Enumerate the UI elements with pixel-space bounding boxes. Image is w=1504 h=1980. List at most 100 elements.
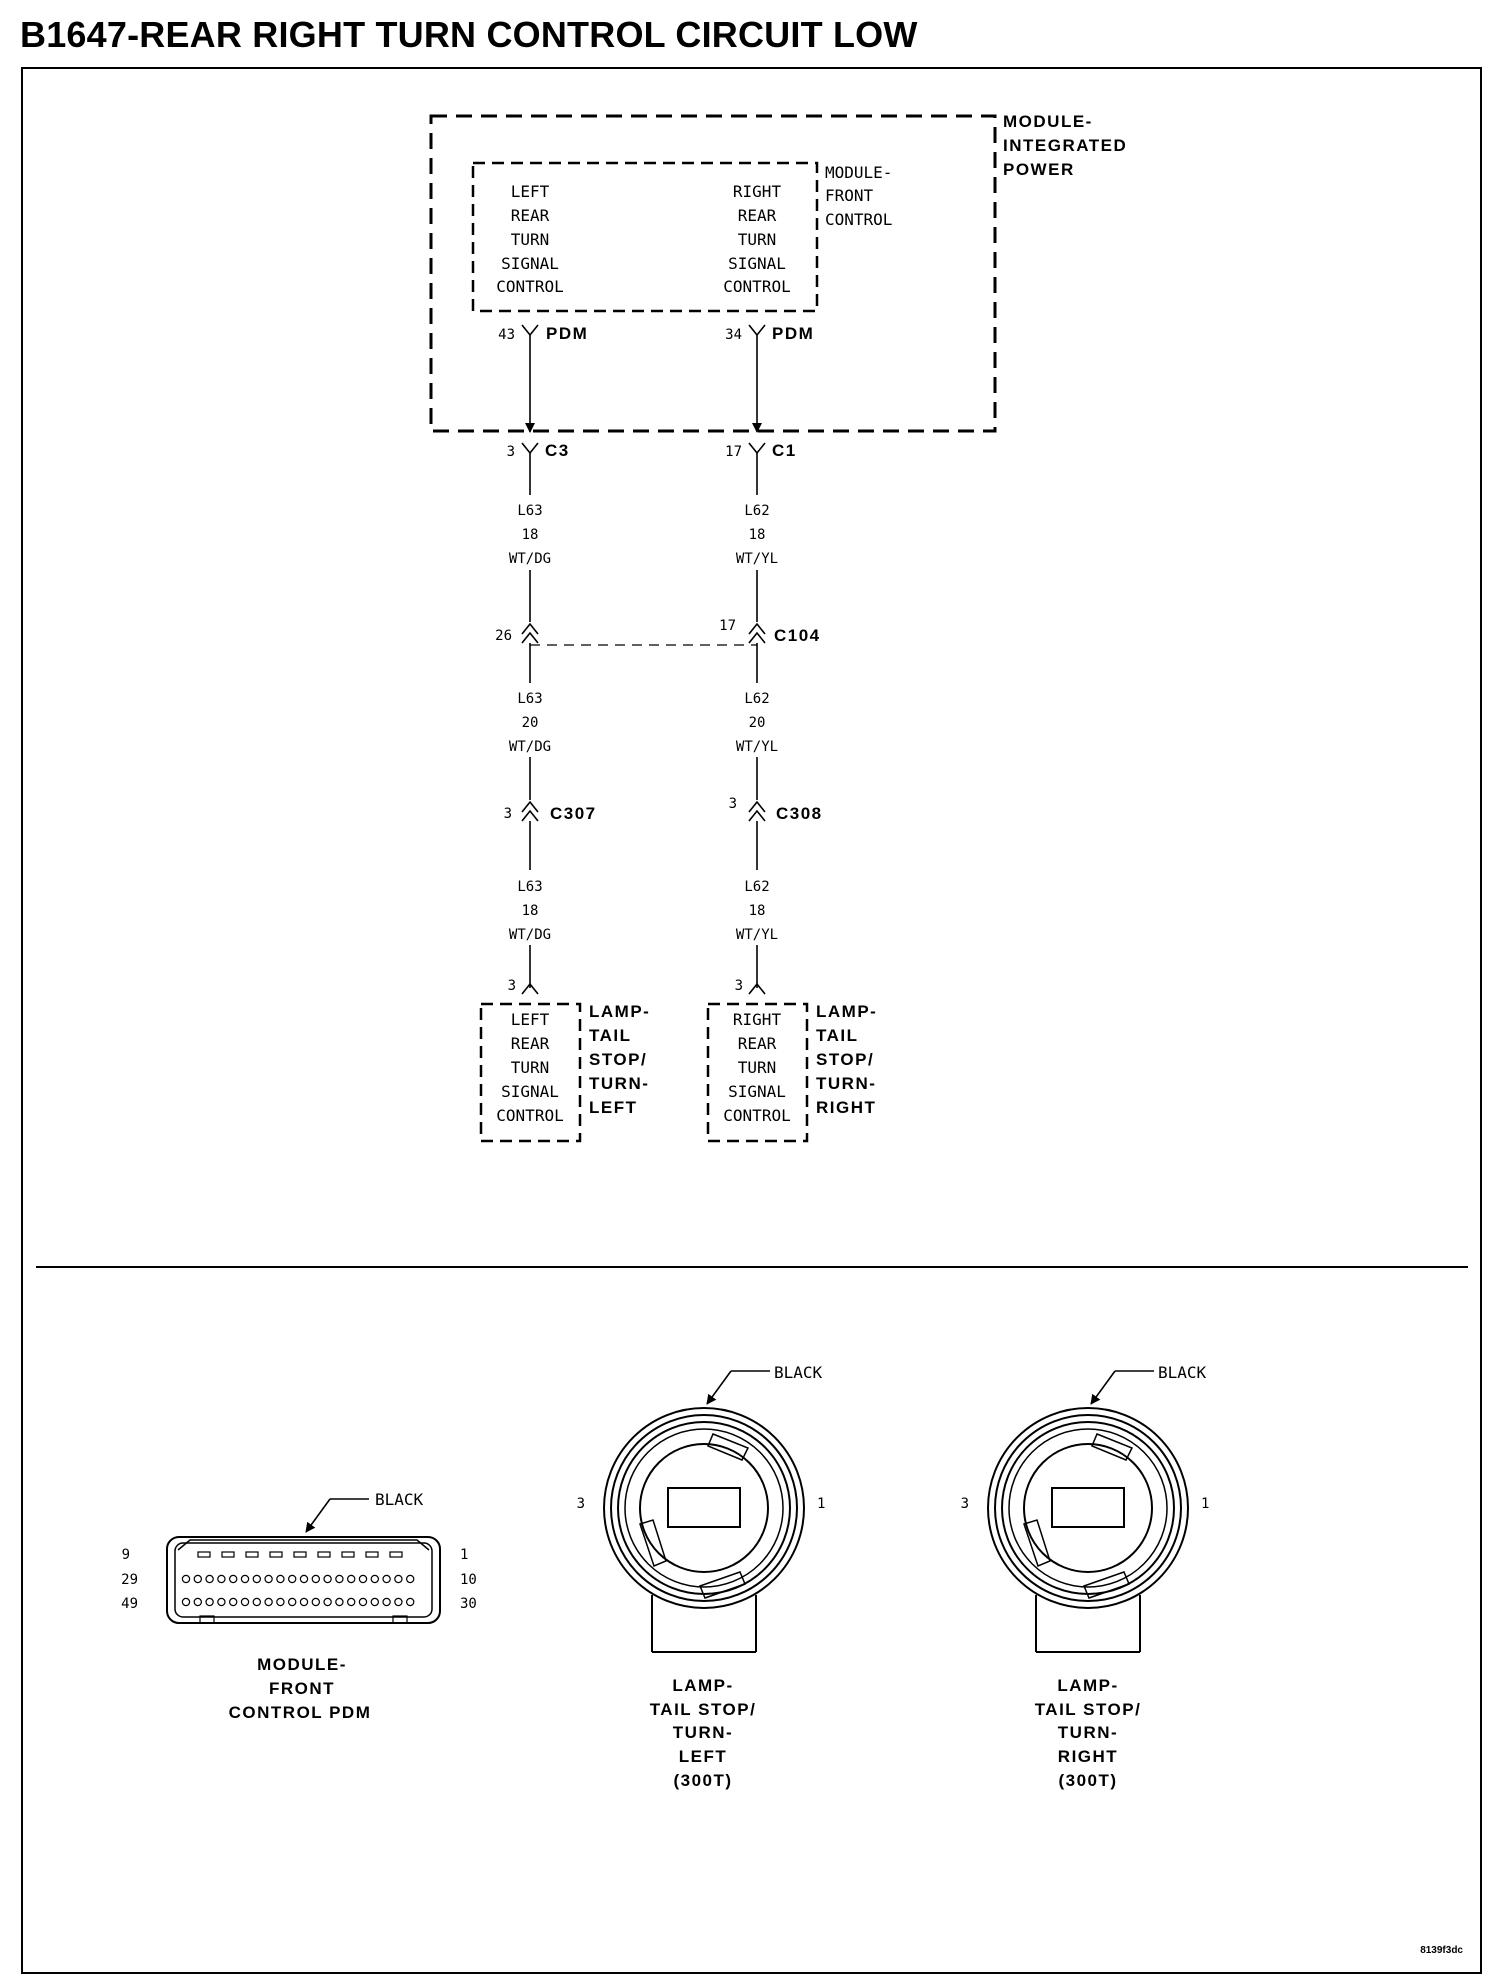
lamp-right-box-text-1: RIGHT bbox=[733, 1010, 782, 1029]
wire-right-1-circuit: L62 bbox=[744, 503, 769, 519]
c104-name: C104 bbox=[774, 626, 821, 645]
pdm-pin-hole bbox=[311, 1597, 320, 1607]
lamp-left-name-5: LEFT bbox=[589, 1098, 638, 1117]
module-integrated-power-box bbox=[429, 114, 997, 433]
module-front-control-label-3: CONTROL bbox=[825, 210, 892, 229]
pdm-pin-slot bbox=[293, 1551, 307, 1558]
pdm-pin-hole bbox=[323, 1597, 332, 1607]
lamp-right-leader-arrow bbox=[1090, 1370, 1116, 1405]
pdm-connector-view bbox=[166, 1536, 441, 1624]
pdm-pin-slot bbox=[197, 1551, 211, 1558]
pdm-caption-2: FRONT bbox=[269, 1679, 335, 1698]
pdm-pin-hole bbox=[335, 1597, 344, 1607]
module-front-control-label-1: MODULE- bbox=[825, 163, 892, 182]
wire-left-3-color: WT/DG bbox=[509, 927, 551, 943]
right-control-text-1: RIGHT bbox=[733, 182, 782, 201]
pdm-pin-hole bbox=[276, 1597, 285, 1607]
pdm-bot-pin-row bbox=[181, 1597, 415, 1607]
lamp-right-color-label: BLACK bbox=[1158, 1363, 1207, 1382]
pdm-right-pin: 34 bbox=[725, 327, 742, 343]
pdm-pin-hole bbox=[311, 1574, 320, 1584]
pdm-pin-hole bbox=[217, 1574, 226, 1584]
pdm-pin-hole bbox=[252, 1574, 261, 1584]
pdm-pin-hole bbox=[394, 1574, 403, 1584]
lamp-left-box-text-5: CONTROL bbox=[496, 1106, 563, 1125]
c308-pin: 3 bbox=[729, 796, 737, 812]
pdm-left-name: PDM bbox=[546, 324, 588, 343]
lamp-right-view-pin-left: 3 bbox=[961, 1496, 969, 1512]
lamp-right-name-3: STOP/ bbox=[816, 1050, 874, 1069]
pdm-pin-hole bbox=[205, 1574, 214, 1584]
c104-pin-left: 26 bbox=[495, 628, 512, 644]
wire-right-3-color: WT/YL bbox=[736, 927, 778, 943]
wire-left-2-circuit: L63 bbox=[517, 691, 542, 707]
lamp-left-box-text-4: SIGNAL bbox=[501, 1082, 559, 1101]
pdm-pin-hole bbox=[299, 1574, 309, 1584]
c308-name: C308 bbox=[776, 804, 823, 823]
lamp-left-connector-view bbox=[603, 1407, 805, 1653]
pdm-pin-hole bbox=[205, 1597, 214, 1607]
right-control-text-5: CONTROL bbox=[723, 277, 790, 296]
pdm-pin-tr: 1 bbox=[460, 1547, 468, 1563]
c307-pin: 3 bbox=[504, 806, 512, 822]
left-control-text-3: TURN bbox=[511, 230, 550, 249]
wire-left-2-color: WT/DG bbox=[509, 739, 551, 755]
pdm-pin-hole bbox=[347, 1597, 356, 1607]
c1-connector-symbol bbox=[748, 442, 766, 455]
c3-connector-symbol bbox=[521, 442, 539, 455]
pdm-pin-hole bbox=[276, 1574, 285, 1584]
pdm-pin-slot bbox=[317, 1551, 331, 1558]
c308-connector-symbol bbox=[748, 800, 766, 822]
lamp-left-view-pin-left: 3 bbox=[577, 1496, 585, 1512]
lamp-right-box bbox=[706, 1002, 809, 1143]
lamp-right-caption-1: LAMP- bbox=[1057, 1676, 1118, 1695]
lamp-right-box-text-5: CONTROL bbox=[723, 1106, 790, 1125]
page-title: B1647-REAR RIGHT TURN CONTROL CIRCUIT LO… bbox=[20, 14, 918, 55]
pdm-pin-hole bbox=[264, 1597, 273, 1607]
lamp-left-view-pin-right: 1 bbox=[817, 1496, 825, 1512]
pdm-pin-hole bbox=[382, 1597, 391, 1607]
wire-left-1-color: WT/DG bbox=[509, 551, 551, 567]
left-control-text-5: CONTROL bbox=[496, 277, 563, 296]
pdm-pin-tl: 9 bbox=[122, 1547, 130, 1563]
lamp-left-caption-3: TURN- bbox=[673, 1723, 733, 1742]
wire-right-3-gauge: 18 bbox=[749, 903, 766, 919]
left-control-text-4: SIGNAL bbox=[501, 254, 559, 273]
left-control-text-1: LEFT bbox=[511, 182, 550, 201]
pdm-pin-slot bbox=[221, 1551, 235, 1558]
pdm-pin-slot bbox=[269, 1551, 283, 1558]
pdm-pin-hole bbox=[358, 1574, 368, 1584]
lamp-left-caption-4: LEFT bbox=[679, 1747, 728, 1766]
c307-connector-symbol bbox=[521, 800, 539, 822]
pdm-pin-hole bbox=[299, 1597, 309, 1607]
pdm-pin-slot bbox=[245, 1551, 259, 1558]
lamp-left-name-1: LAMP- bbox=[589, 1002, 650, 1021]
pdm-right-name: PDM bbox=[772, 324, 814, 343]
module-integrated-power-label-3: POWER bbox=[1003, 160, 1075, 179]
lamp-left-box-text-3: TURN bbox=[511, 1058, 550, 1077]
pdm-mid-pin-row bbox=[181, 1574, 415, 1584]
lamp-right-box-text-2: REAR bbox=[738, 1034, 777, 1053]
pdm-pin-hole bbox=[181, 1597, 191, 1607]
pdm-pin-slot bbox=[341, 1551, 355, 1558]
pdm-pin-hole bbox=[335, 1574, 344, 1584]
pdm-pin-hole bbox=[406, 1597, 415, 1607]
pdm-pin-mr: 10 bbox=[460, 1572, 477, 1588]
c3-pin: 3 bbox=[507, 444, 515, 460]
pdm-left-connector-symbol bbox=[521, 324, 539, 337]
pdm-pin-hole bbox=[240, 1574, 250, 1584]
pdm-pin-hole bbox=[193, 1574, 202, 1584]
lamp-left-color-label: BLACK bbox=[774, 1363, 823, 1382]
lamp-left-name-2: TAIL bbox=[589, 1026, 632, 1045]
lamp-left-caption-1: LAMP- bbox=[672, 1676, 733, 1695]
lamp-left-box-text-2: REAR bbox=[511, 1034, 550, 1053]
pdm-pin-hole bbox=[406, 1574, 415, 1584]
lamp-left-caption-2: TAIL STOP/ bbox=[650, 1700, 757, 1719]
pdm-pin-hole bbox=[264, 1574, 273, 1584]
c1-name: C1 bbox=[772, 441, 797, 460]
pdm-caption-1: MODULE- bbox=[257, 1655, 347, 1674]
lamp-right-view-pin-right: 1 bbox=[1201, 1496, 1209, 1512]
lamp-right-name-5: RIGHT bbox=[816, 1098, 876, 1117]
pdm-right-connector-symbol bbox=[748, 324, 766, 337]
